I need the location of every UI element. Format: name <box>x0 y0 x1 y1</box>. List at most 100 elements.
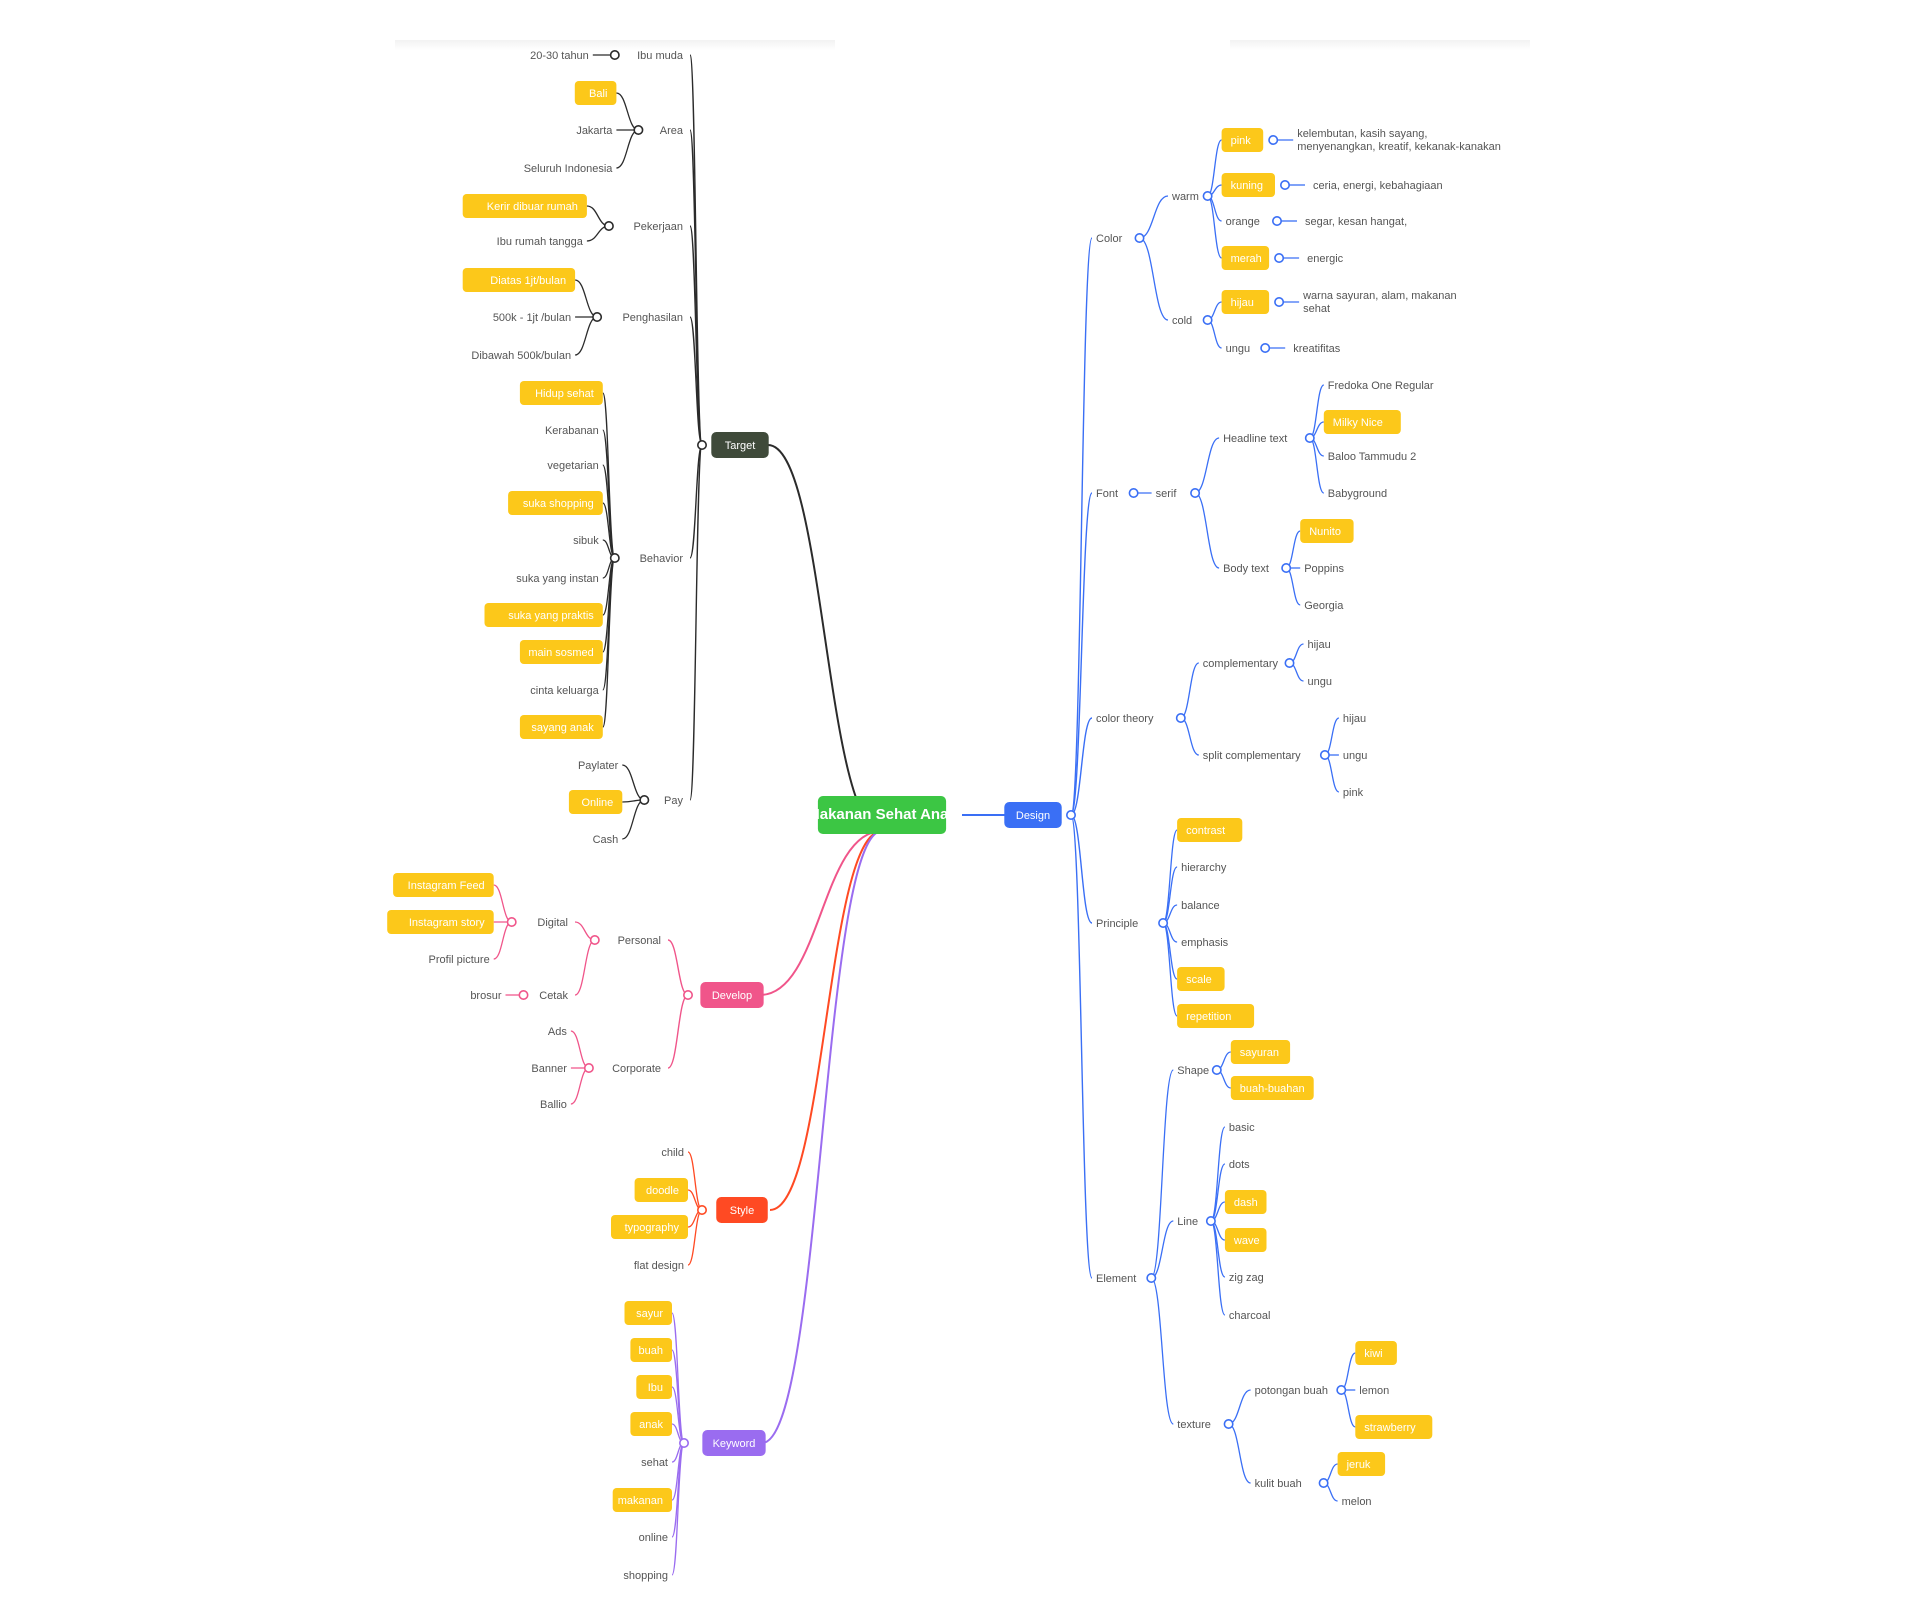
design-pink-connector[interactable] <box>1268 135 1279 146</box>
design-texture-melon[interactable]: melon <box>1342 1496 1372 1508</box>
keyword-ibu[interactable]: Ibu <box>636 1375 672 1399</box>
branch-style[interactable]: Style <box>716 1197 768 1223</box>
design-desc-ungu[interactable]: kreatifitas <box>1293 343 1341 355</box>
design-font-baloo-tammudu-2[interactable]: Baloo Tammudu 2 <box>1328 451 1416 463</box>
design-texture-kiwi[interactable]: kiwi <box>1355 1341 1397 1365</box>
design-complementary[interactable]: complementary <box>1203 658 1279 670</box>
design-desc-kuning[interactable]: ceria, energi, kebahagiaan <box>1313 180 1443 192</box>
develop-corporate-connector[interactable] <box>583 1063 594 1074</box>
design-line-dash[interactable]: dash <box>1224 1190 1267 1214</box>
design-color-theory-connector[interactable] <box>1175 712 1186 723</box>
develop-cetak[interactable]: Cetak <box>539 990 568 1002</box>
design-pink[interactable]: pink <box>1221 128 1264 152</box>
design-principle-connector[interactable] <box>1158 917 1169 928</box>
design-element[interactable]: Element <box>1096 1273 1136 1285</box>
develop-digital[interactable]: Digital <box>537 917 568 929</box>
design-shape-buah-buahan[interactable]: buah-buahan <box>1230 1076 1314 1100</box>
target-leaf-cash[interactable]: Cash <box>593 834 619 846</box>
design-line-connector[interactable] <box>1205 1216 1216 1227</box>
design-desc-merah[interactable]: energic <box>1307 253 1344 265</box>
branch-design[interactable]: Design <box>1004 802 1062 828</box>
design-principle-balance[interactable]: balance <box>1181 900 1220 912</box>
design-texture-connector[interactable] <box>1223 1419 1234 1430</box>
target-leaf-dibawah-500k-bulan[interactable]: Dibawah 500k/bulan <box>471 350 571 362</box>
develop-leaf-instagram-story[interactable]: Instagram story <box>387 910 494 934</box>
develop-leaf-brosur[interactable]: brosur <box>470 990 502 1002</box>
target-leaf-20-30-tahun[interactable]: 20-30 tahun <box>530 50 589 62</box>
style-doodle[interactable]: doodle <box>634 1178 688 1202</box>
design-element-connector[interactable] <box>1146 1273 1157 1284</box>
style-child[interactable]: child <box>661 1147 684 1159</box>
develop-personal[interactable]: Personal <box>618 935 661 947</box>
target-leaf-suka-shopping[interactable]: suka shopping <box>508 491 603 515</box>
design-principle-hierarchy[interactable]: hierarchy <box>1181 862 1227 874</box>
design-theory-hijau-1[interactable]: hijau <box>1343 713 1366 725</box>
design-font-nunito[interactable]: Nunito <box>1300 519 1354 543</box>
design-potongan-buah[interactable]: potongan buah <box>1255 1385 1328 1397</box>
design-font-connector[interactable] <box>1128 487 1139 498</box>
target-leaf-hidup-sehat[interactable]: Hidup sehat <box>519 381 603 405</box>
develop-leaf-profil-picture[interactable]: Profil picture <box>429 954 490 966</box>
design-kuning[interactable]: kuning <box>1221 173 1275 197</box>
design-theory-ungu-1[interactable]: ungu <box>1343 750 1367 762</box>
target-leaf-ibu-rumah-tangga[interactable]: Ibu rumah tangga <box>497 236 584 248</box>
design-serif[interactable]: serif <box>1156 488 1178 500</box>
design-line-wave[interactable]: wave <box>1224 1228 1267 1252</box>
design-complementary-connector[interactable] <box>1284 657 1295 668</box>
target-leaf-jakarta[interactable]: Jakarta <box>576 125 613 137</box>
target-area[interactable]: Area <box>660 125 684 137</box>
develop-cetak-connector[interactable] <box>518 989 529 1000</box>
style-typography[interactable]: typography <box>611 1215 688 1239</box>
target-leaf-suka-yang-instan[interactable]: suka yang instan <box>516 573 599 585</box>
style-connector[interactable] <box>696 1205 707 1216</box>
style-flat-design[interactable]: flat design <box>634 1260 684 1272</box>
target-pay-connector[interactable] <box>639 794 650 805</box>
target-leaf-online[interactable]: Online <box>568 790 623 814</box>
develop-leaf-banner[interactable]: Banner <box>531 1063 567 1075</box>
design-hijau-connector[interactable] <box>1274 296 1285 307</box>
keyword-makanan[interactable]: makanan <box>612 1488 672 1512</box>
design-theory-pink-1[interactable]: pink <box>1343 787 1364 799</box>
keyword-connector[interactable] <box>678 1438 689 1449</box>
design-font-poppins[interactable]: Poppins <box>1304 563 1344 575</box>
design-font-georgia[interactable]: Georgia <box>1304 600 1344 612</box>
target-leaf-diatas-1jt-bulan[interactable]: Diatas 1jt/bulan <box>462 268 576 292</box>
design-ungu[interactable]: ungu <box>1226 343 1250 355</box>
design-texture-jeruk[interactable]: jeruk <box>1337 1452 1386 1476</box>
design-principle-repetition[interactable]: repetition <box>1177 1004 1255 1028</box>
branch-target[interactable]: Target <box>711 432 769 458</box>
design-merah[interactable]: merah <box>1221 246 1270 270</box>
design-kuning-connector[interactable] <box>1280 180 1291 191</box>
design-serif-connector[interactable] <box>1190 487 1201 498</box>
keyword-anak[interactable]: anak <box>630 1412 672 1436</box>
target-leaf-kerabanan[interactable]: Kerabanan <box>545 425 599 437</box>
target-penghasilan-connector[interactable] <box>592 311 603 322</box>
design-principle-scale[interactable]: scale <box>1177 967 1225 991</box>
keyword-sayur[interactable]: sayur <box>624 1301 673 1325</box>
design-texture[interactable]: texture <box>1177 1419 1211 1431</box>
design-line[interactable]: Line <box>1177 1216 1198 1228</box>
develop-leaf-ballio[interactable]: Ballio <box>540 1099 567 1111</box>
design-font-fredoka-one-regular[interactable]: Fredoka One Regular <box>1328 380 1434 392</box>
target-leaf-suka-yang-praktis[interactable]: suka yang praktis <box>484 603 603 627</box>
design-cold[interactable]: cold <box>1172 315 1192 327</box>
design-shape-sayuran[interactable]: sayuran <box>1230 1040 1291 1064</box>
design-line-zig-zag[interactable]: zig zag <box>1229 1272 1264 1284</box>
target-leaf-kerir-dibuar-rumah[interactable]: Kerir dibuar rumah <box>462 194 587 218</box>
target-pekerjaan-connector[interactable] <box>603 221 614 232</box>
target-pay[interactable]: Pay <box>664 795 683 807</box>
develop-personal-connector[interactable] <box>589 934 600 945</box>
branch-keyword[interactable]: Keyword <box>702 1430 766 1456</box>
design-split-complementary-connector[interactable] <box>1319 749 1330 760</box>
target-penghasilan[interactable]: Penghasilan <box>622 312 683 324</box>
design-font[interactable]: Font <box>1096 488 1118 500</box>
design-warm[interactable]: warm <box>1171 191 1199 203</box>
target-behavior[interactable]: Behavior <box>640 553 684 565</box>
target-leaf-main-sosmed[interactable]: main sosmed <box>519 640 603 664</box>
keyword-online[interactable]: online <box>639 1532 668 1544</box>
design-texture-strawberry[interactable]: strawberry <box>1355 1415 1433 1439</box>
design-kulit-buah-connector[interactable] <box>1318 1478 1329 1489</box>
target-leaf-seluruh-indonesia[interactable]: Seluruh Indonesia <box>524 163 614 175</box>
develop-digital-connector[interactable] <box>506 916 517 927</box>
design-split-complementary[interactable]: split complementary <box>1203 750 1301 762</box>
